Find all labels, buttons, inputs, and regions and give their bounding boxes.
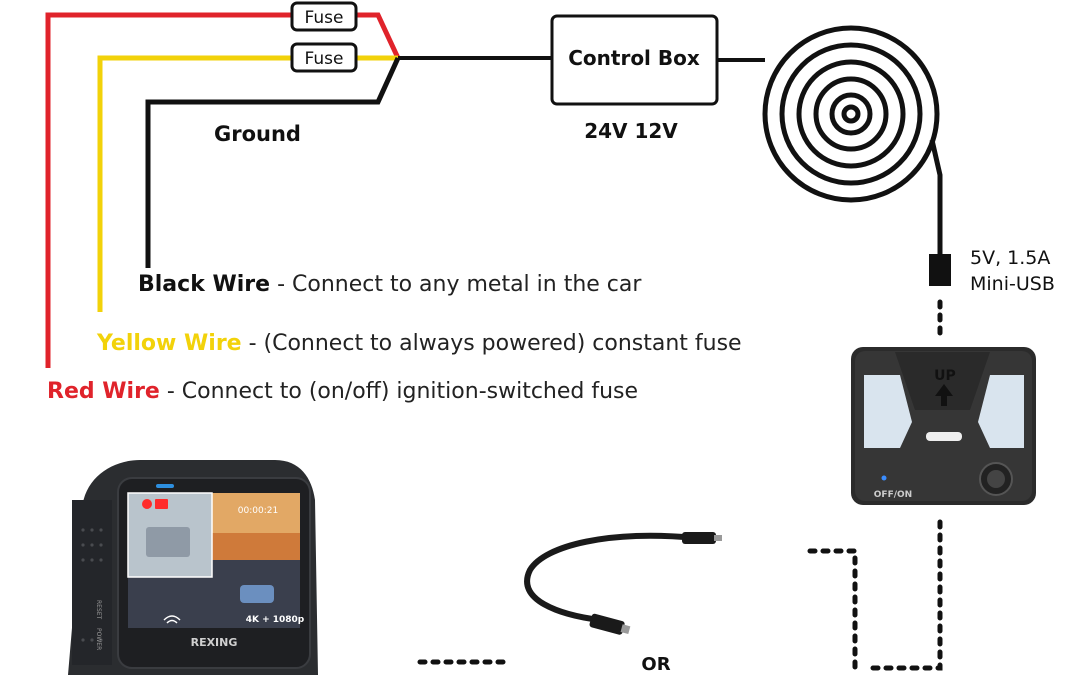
- wifi-icon: [163, 615, 181, 624]
- camera-time: 00:00:21: [238, 506, 278, 516]
- mini-usb-spec-line2: Mini-USB: [970, 273, 1055, 295]
- mini-usb-spec-line1: 5V, 1.5A: [970, 247, 1051, 269]
- red-wire-to-junction: [356, 12, 401, 60]
- control-box-title: Control Box: [568, 46, 700, 70]
- coil-to-usb-wire: [929, 139, 943, 255]
- camera-resolution: 4K + 1080p: [246, 615, 305, 625]
- black-ground-wire: [145, 56, 401, 268]
- legend-red-wire-name: Red Wire: [47, 379, 160, 404]
- coiled-cable: [762, 25, 940, 203]
- usb-cable: [524, 532, 722, 635]
- mount-up-label: UP: [934, 368, 956, 384]
- legend-black-wire: Black Wire - Connect to any metal in the…: [138, 272, 641, 297]
- dotted-connector: [417, 299, 943, 671]
- legend-black-wire-name: Black Wire: [138, 272, 271, 297]
- ground-label: Ground: [214, 122, 301, 146]
- fuse-top-label: Fuse: [305, 8, 344, 28]
- legend-red-wire: Red Wire - Connect to (on/off) ignition-…: [47, 379, 638, 404]
- legend-yellow-wire-desc: - (Connect to always powered) constant f…: [241, 331, 742, 356]
- fuse-top: [290, 1, 358, 32]
- mini-usb-plug: [929, 254, 951, 286]
- legend-yellow-wire: Yellow Wire - (Connect to always powered…: [97, 331, 742, 356]
- camera-side-label-reset: RESET: [95, 600, 102, 620]
- legend-red-wire-desc: - Connect to (on/off) ignition-switched …: [159, 379, 639, 404]
- up-arrow-icon: [935, 384, 953, 406]
- fuse-bottom: [290, 42, 358, 73]
- control-box-voltage: 24V 12V: [584, 119, 678, 143]
- fuse-bottom-label: Fuse: [305, 49, 344, 69]
- legend-yellow-wire-name: Yellow Wire: [97, 331, 242, 356]
- camera-side-label-power: POWER: [95, 628, 102, 650]
- legend-black-wire-desc: - Connect to any metal in the car: [270, 272, 642, 297]
- camera-brand: REXING: [191, 636, 238, 649]
- mount-switch-label: OFF/ON: [874, 490, 912, 500]
- mini-usb-spec-label: 5V, 1.5A Mini-USB: [970, 245, 1055, 297]
- dash-camera: 00:00:21 4K + 1080p REXING RESET POWER: [68, 460, 318, 675]
- dashcam-mount: UP OFF/ON: [851, 347, 1036, 505]
- yellow-wire: [97, 55, 292, 312]
- or-label: OR: [641, 654, 670, 675]
- red-wire: [45, 12, 292, 368]
